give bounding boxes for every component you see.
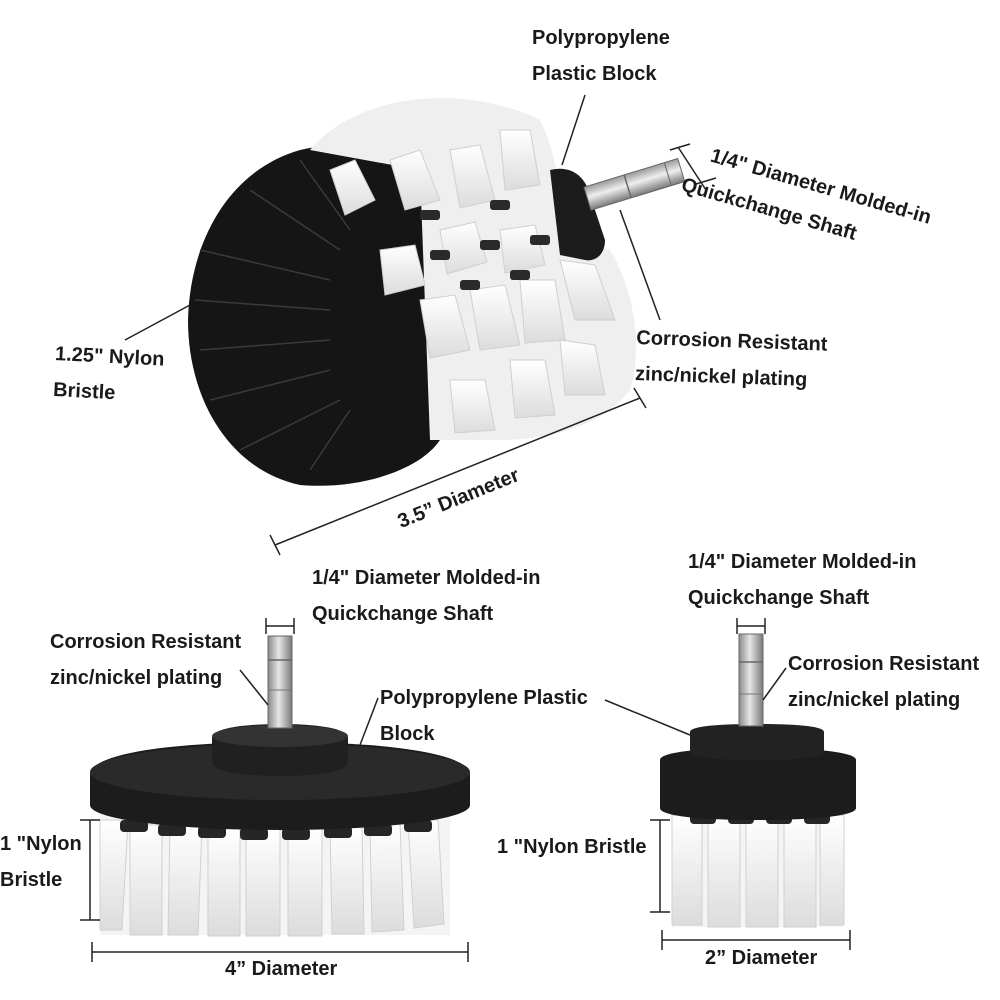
top-brush-black-bristles xyxy=(188,146,440,486)
right-bristle-label: 1 "Nylon Bristle xyxy=(497,836,647,858)
left-plating-label: Corrosion Resistant zinc/nickel plating xyxy=(50,624,241,696)
left-bristle-label-line2: Bristle xyxy=(0,869,63,891)
left-block-label-line2: Block xyxy=(380,723,435,745)
right-brush-shaft xyxy=(738,633,764,727)
left-plating-label-line1: Corrosion Resistant xyxy=(50,631,242,653)
right-plating-label: Corrosion Resistant zinc/nickel plating xyxy=(788,646,979,718)
right-brush-bristles xyxy=(671,812,845,928)
left-brush-shaft xyxy=(267,635,293,729)
right-plating-label-line2: zinc/nickel plating xyxy=(788,689,961,711)
top-brush-plastic-block xyxy=(550,168,605,261)
top-block-label-line2: Plastic Block xyxy=(532,63,657,85)
right-shaft-label: 1/4" Diameter Molded-in Quickchange Shaf… xyxy=(688,544,916,616)
left-block-label: Polypropylene Plastic Block xyxy=(380,680,588,752)
top-brush-shaft xyxy=(583,157,686,211)
top-block-label-line1: Polypropylene xyxy=(532,27,670,49)
left-brush xyxy=(90,635,470,937)
left-plating-label-line2: zinc/nickel plating xyxy=(50,667,223,689)
right-plating-label-line1: Corrosion Resistant xyxy=(788,653,980,675)
left-shaft-label: 1/4" Diameter Molded-in Quickchange Shaf… xyxy=(312,560,540,632)
left-brush-bristles xyxy=(99,810,450,937)
right-shaft-label-line1: 1/4" Diameter Molded-in xyxy=(688,551,917,573)
left-shaft-label-line2: Quickchange Shaft xyxy=(312,603,494,625)
right-brush-base xyxy=(660,748,856,820)
top-brush xyxy=(188,98,686,486)
right-brush-callout-lines xyxy=(604,618,851,950)
top-bristle-label-line1: 1.25" Nylon xyxy=(54,342,166,371)
left-diameter-label: 4” Diameter xyxy=(225,958,338,980)
right-brush xyxy=(660,633,856,928)
top-block-label: Polypropylene Plastic Block xyxy=(532,20,670,92)
right-brush-hub xyxy=(690,724,824,760)
left-shaft-label-line1: 1/4" Diameter Molded-in xyxy=(312,567,541,589)
right-diameter-label: 2” Diameter xyxy=(705,947,818,969)
top-plating-label: Corrosion Resistant zinc/nickel plating xyxy=(634,320,828,399)
left-bristle-label: 1 "Nylon Bristle xyxy=(0,826,82,898)
top-brush-callout-lines xyxy=(124,94,717,556)
left-brush-callout-lines xyxy=(80,618,469,962)
left-bristle-label-line1: 1 "Nylon xyxy=(0,833,82,855)
top-plating-label-line2: zinc/nickel plating xyxy=(634,362,808,391)
top-bristle-label: 1.25" Nylon Bristle xyxy=(52,336,165,414)
left-block-label-line1: Polypropylene Plastic xyxy=(380,687,588,709)
right-shaft-label-line2: Quickchange Shaft xyxy=(688,587,870,609)
top-bristle-label-line2: Bristle xyxy=(52,378,116,405)
